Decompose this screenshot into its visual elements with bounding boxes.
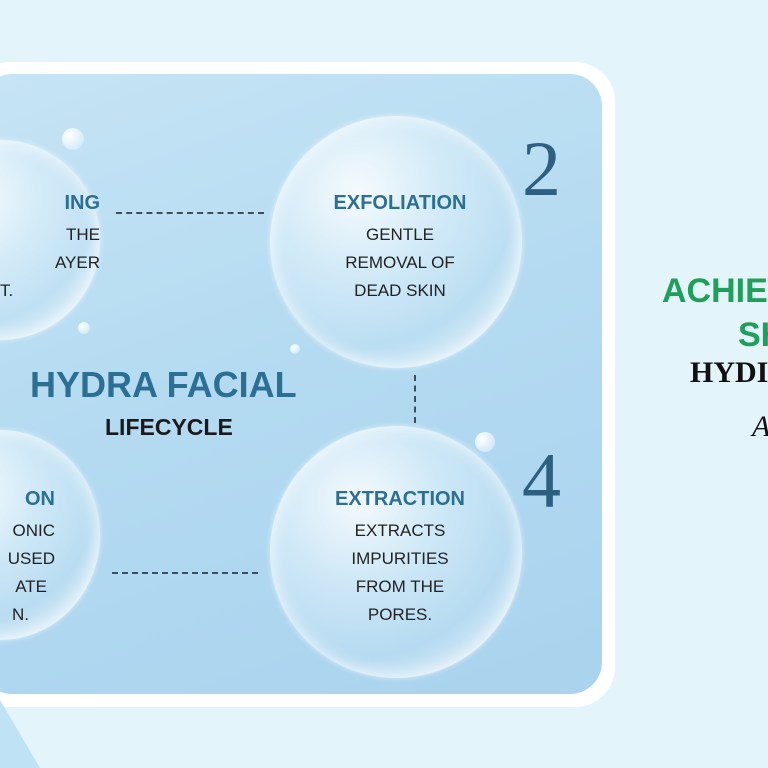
water-drop [475, 432, 495, 452]
step-line: GENTLE [365, 225, 435, 244]
connector-line [116, 212, 264, 214]
water-drop [78, 322, 90, 334]
step-line: ATE [15, 577, 47, 596]
step-number: 2 [522, 125, 561, 212]
water-drop [290, 344, 300, 354]
step-line: PORES. [367, 605, 433, 624]
step-1-text: ING THE AYER T. [0, 192, 100, 305]
step-line: USED [7, 549, 55, 568]
step-3-text: ON ONIC USED ATE N. [0, 488, 55, 629]
step-title: EXTRACTION [335, 488, 465, 510]
bubble-step-2 [270, 116, 522, 368]
headline-line-4: A [752, 410, 768, 444]
headline-line-3: HYDI [690, 356, 768, 389]
step-title: ON [25, 488, 55, 510]
infographic-card [0, 74, 602, 694]
step-line: DEAD SKIN [354, 281, 446, 300]
step-title: EXFOLIATION [333, 192, 467, 214]
headline-line-2: SH [738, 316, 768, 354]
step-line: T. [0, 281, 14, 300]
connector-line [414, 375, 416, 423]
step-title: ING [64, 192, 100, 214]
step-line: ONIC [12, 521, 56, 540]
headline-line-1: ACHIE [662, 272, 768, 310]
decorative-triangle [0, 700, 40, 768]
step-line: N. [12, 605, 29, 624]
water-drop [62, 128, 84, 150]
step-line: AYER [54, 253, 100, 272]
step-line: REMOVAL OF [345, 253, 455, 272]
step-4-text: EXTRACTION EXTRACTS IMPURITIES FROM THE … [300, 488, 500, 629]
infographic-subtitle: LIFECYCLE [105, 414, 233, 440]
step-line: EXTRACTS [354, 521, 446, 540]
bubble-step-4 [270, 426, 522, 678]
step-line: FROM THE [355, 577, 445, 596]
step-2-text: EXFOLIATION GENTLE REMOVAL OF DEAD SKIN [300, 192, 500, 305]
connector-line [112, 572, 258, 574]
step-number: 4 [522, 437, 561, 524]
step-line: THE [66, 225, 100, 244]
infographic-title: HYDRA FACIAL [30, 364, 297, 405]
step-line: IMPURITIES [351, 549, 449, 568]
